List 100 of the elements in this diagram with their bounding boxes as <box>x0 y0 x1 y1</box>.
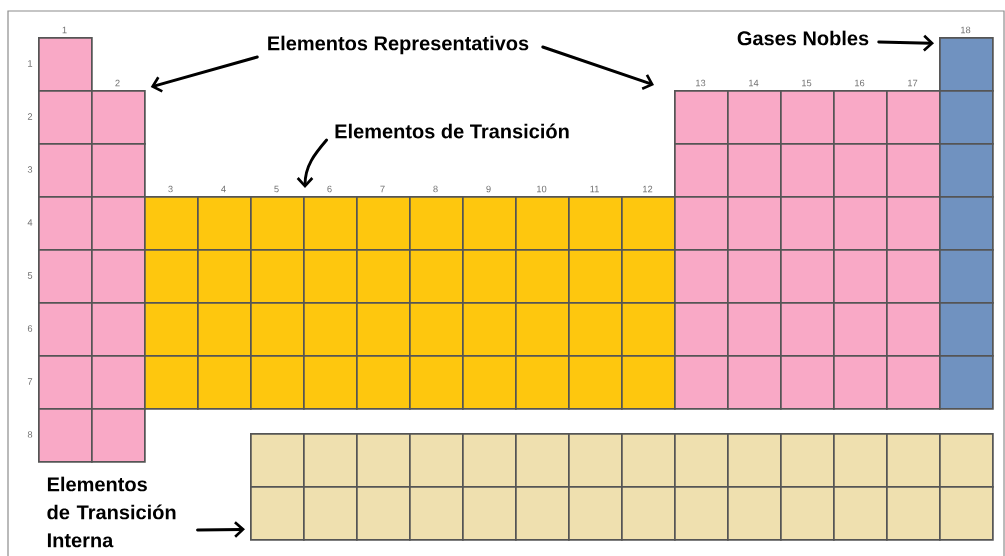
element-cell <box>780 143 835 198</box>
element-cell <box>780 196 835 251</box>
element-cell <box>409 249 464 304</box>
element-cell <box>727 433 782 488</box>
element-cell <box>515 196 570 251</box>
region-label: Elementos Representativos <box>268 35 529 55</box>
element-cell <box>303 249 358 304</box>
group-number: 5 <box>274 185 279 193</box>
element-cell <box>674 355 729 410</box>
element-cell <box>409 433 464 488</box>
element-cell <box>568 355 623 410</box>
element-cell <box>462 196 517 251</box>
element-cell <box>250 302 305 357</box>
element-cell <box>780 249 835 304</box>
element-cell <box>568 302 623 357</box>
group-number: 10 <box>537 185 547 193</box>
element-cell <box>886 355 941 410</box>
element-cell <box>886 196 941 251</box>
element-cell <box>727 90 782 145</box>
element-cell <box>939 355 994 410</box>
element-cell <box>727 249 782 304</box>
element-cell <box>197 302 252 357</box>
element-cell <box>303 196 358 251</box>
group-number: 14 <box>749 79 759 87</box>
element-cell <box>515 249 570 304</box>
period-number: 5 <box>27 272 33 279</box>
element-cell <box>780 90 835 145</box>
element-cell <box>144 302 199 357</box>
element-cell <box>939 143 994 198</box>
element-cell <box>780 486 835 541</box>
period-number: 7 <box>27 378 33 385</box>
element-cell <box>674 486 729 541</box>
element-cell <box>939 486 994 541</box>
period-number: 4 <box>27 219 33 226</box>
element-cell <box>621 302 676 357</box>
element-cell <box>886 143 941 198</box>
element-cell <box>38 90 93 145</box>
element-cell <box>621 355 676 410</box>
element-cell <box>886 302 941 357</box>
element-cell <box>780 355 835 410</box>
element-cell <box>303 433 358 488</box>
arrow <box>877 34 934 52</box>
element-cell <box>144 196 199 251</box>
element-cell <box>833 433 888 488</box>
region-label: Elementos de Transición Interna <box>47 476 176 548</box>
element-cell <box>621 486 676 541</box>
element-cell <box>568 486 623 541</box>
element-cell <box>250 486 305 541</box>
element-cell <box>833 355 888 410</box>
element-cell <box>727 302 782 357</box>
element-cell <box>91 302 146 357</box>
element-cell <box>409 302 464 357</box>
element-cell <box>568 433 623 488</box>
element-cell <box>515 486 570 541</box>
group-number: 13 <box>696 79 706 87</box>
element-cell <box>197 355 252 410</box>
element-cell <box>833 249 888 304</box>
element-cell <box>197 196 252 251</box>
element-cell <box>462 486 517 541</box>
element-cell <box>780 433 835 488</box>
element-cell <box>409 486 464 541</box>
element-cell <box>833 302 888 357</box>
element-cell <box>38 37 93 92</box>
period-number: 3 <box>27 166 33 173</box>
element-cell <box>939 249 994 304</box>
element-cell <box>515 355 570 410</box>
element-cell <box>621 433 676 488</box>
element-cell <box>674 302 729 357</box>
element-cell <box>356 196 411 251</box>
element-cell <box>409 196 464 251</box>
element-cell <box>939 196 994 251</box>
element-cell <box>674 196 729 251</box>
element-cell <box>886 486 941 541</box>
region-label: Elementos de Transición <box>335 123 569 139</box>
period-number: 1 <box>28 60 33 67</box>
element-cell <box>91 408 146 463</box>
arrow <box>541 45 654 90</box>
period-number: 6 <box>27 325 33 332</box>
element-cell <box>144 355 199 410</box>
element-cell <box>250 433 305 488</box>
arrow <box>150 55 259 93</box>
element-cell <box>886 433 941 488</box>
element-cell <box>886 90 941 145</box>
element-cell <box>38 355 93 410</box>
arrow <box>296 138 329 188</box>
element-cell <box>833 486 888 541</box>
element-cell <box>91 249 146 304</box>
element-cell <box>38 249 93 304</box>
element-cell <box>38 196 93 251</box>
element-cell <box>833 196 888 251</box>
element-cell <box>939 37 994 92</box>
group-number: 16 <box>855 79 865 87</box>
element-cell <box>356 433 411 488</box>
element-cell <box>939 433 994 488</box>
element-cell <box>303 355 358 410</box>
group-number: 12 <box>643 185 653 193</box>
element-cell <box>303 302 358 357</box>
element-cell <box>356 486 411 541</box>
element-cell <box>409 355 464 410</box>
group-number: 11 <box>590 185 599 193</box>
